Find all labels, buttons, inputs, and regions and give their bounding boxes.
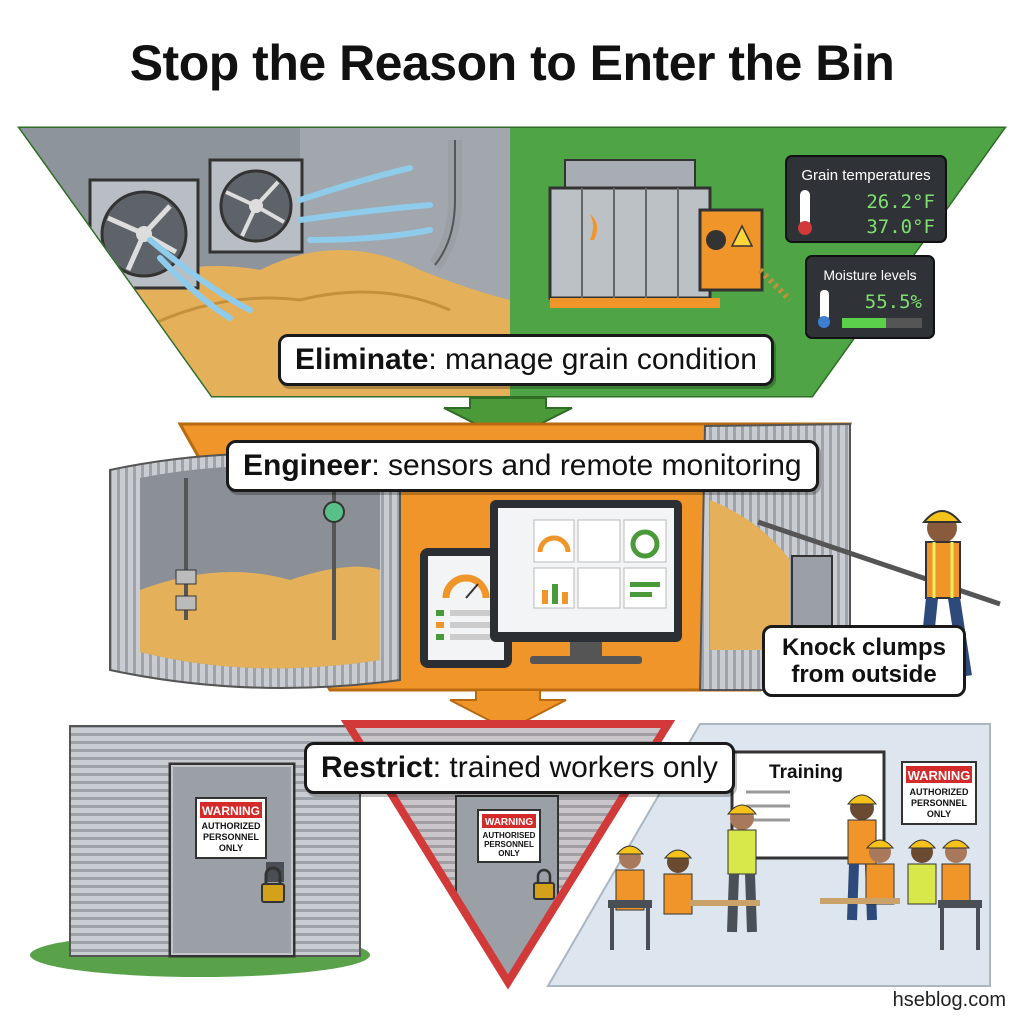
svg-text:ONLY: ONLY (498, 849, 520, 858)
moisture-level-bar (842, 318, 886, 328)
seated-worker (938, 839, 982, 950)
svg-text:PERSONNEL: PERSONNEL (484, 840, 534, 849)
warning-sign: WARNING AUTHORIZED PERSONNEL ONLY (901, 761, 977, 825)
warning-sign-head: WARNING (485, 817, 534, 828)
bin-interior-sensors (109, 452, 401, 689)
training-board-title: Training (769, 762, 843, 783)
aeration-fan-icon (88, 178, 200, 290)
padlock-icon (533, 868, 555, 900)
warning-sign-head: WARNING (202, 804, 260, 818)
restrict-label-strong: Restrict (321, 751, 433, 784)
seated-worker (907, 839, 937, 905)
grain-temperature-title: Grain temperatures (801, 167, 930, 184)
warning-sign: WARNING AUTHORIZED PERSONNEL ONLY (195, 797, 267, 859)
restrict-label-rest: : trained workers only (432, 751, 718, 784)
knock-clumps-callout: Knock clumps from outside (762, 625, 966, 697)
svg-text:AUTHORIZED: AUTHORIZED (910, 787, 969, 797)
knock-callout-line: from outside (791, 661, 937, 688)
training-room: Training (546, 723, 991, 987)
grain-temperature-value: 26.2°F (866, 191, 935, 213)
page-title: Stop the Reason to Enter the Bin (129, 35, 895, 91)
down-arrow-icon (449, 689, 567, 732)
engineer-label-rest: : sensors and remote monitoring (371, 449, 802, 482)
seated-worker (608, 845, 652, 950)
knock-callout-line: Knock clumps (781, 634, 947, 661)
trainer-figure (846, 794, 878, 921)
engineer-label-strong: Engineer (243, 449, 372, 482)
svg-text:PERSONNEL: PERSONNEL (203, 832, 260, 842)
aeration-fan-icon (208, 158, 304, 254)
warning-sign: WARNING AUTHORISED PERSONNEL ONLY (477, 809, 541, 863)
svg-text:PERSONNEL: PERSONNEL (911, 798, 968, 808)
svg-text:ONLY: ONLY (927, 809, 951, 819)
warning-sign-head: WARNING (908, 768, 971, 783)
trainer-figure (726, 804, 758, 933)
eliminate-label-strong: Eliminate (295, 343, 429, 376)
svg-text:AUTHORIZED: AUTHORIZED (202, 821, 261, 831)
moisture-value: 55.5% (865, 291, 923, 313)
airflow-arrows-icon (147, 165, 433, 321)
moisture-level-display: Moisture levels 55.5% (805, 255, 935, 339)
eliminate-callout: Eliminate: manage grain condition (278, 334, 774, 386)
grain-dryer-icon (548, 159, 793, 308)
restrict-callout: Restrict: trained workers only (304, 742, 735, 794)
eliminate-label-rest: : manage grain condition (428, 343, 757, 376)
moisture-title: Moisture levels (823, 267, 916, 283)
svg-text:AUTHORISED: AUTHORISED (483, 831, 536, 840)
desktop-dashboard-icon (490, 500, 682, 664)
engineer-callout: Engineer: sensors and remote monitoring (226, 440, 819, 492)
grain-temperature-value: 37.0°F (866, 216, 935, 238)
seated-worker (663, 849, 760, 915)
padlock-icon (261, 866, 285, 903)
site-credit: hseblog.com (892, 989, 1006, 1011)
grain-temperature-display: Grain temperatures 26.2°F 37.0°F (785, 155, 947, 243)
svg-text:ONLY: ONLY (219, 843, 243, 853)
seated-worker (820, 839, 900, 905)
